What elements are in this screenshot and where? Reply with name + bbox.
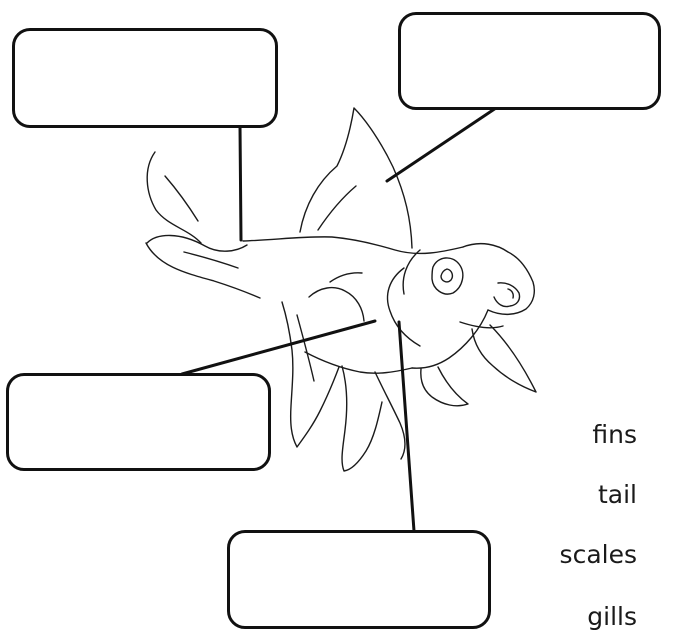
eye-outer [432,258,463,294]
label-box-bottom-left[interactable] [6,373,271,471]
pelvic-fin-left [282,302,339,447]
body-scale-hint [330,273,362,282]
body-back [243,237,463,254]
gill-cover-2 [403,250,420,294]
pelvic-fin-right [421,367,468,406]
leader-line-top-right [387,108,496,181]
leader-line-bottom-left [182,321,375,374]
lower-body [305,352,412,373]
anal-fin-long [342,366,382,471]
word-fins: fins [592,422,637,447]
mid-body-fin [309,288,364,321]
tail-fin-texture-2 [184,252,238,268]
label-box-top-left[interactable] [12,28,278,128]
tail-outline-top [147,152,201,243]
tail-curl-lower [146,243,260,298]
label-box-bottom-center[interactable] [227,530,491,629]
pectoral-fin-right [472,325,536,392]
belly-line [412,310,488,368]
dorsal-fin-outline [300,108,412,248]
leader-line-top-left [240,126,241,240]
pelvic-fin-left-texture [297,315,314,381]
mouth-line [494,283,520,307]
word-gills: gills [587,604,637,629]
eye-pupil [441,269,452,282]
mouth-inner [508,289,513,298]
dorsal-fin-inner [318,186,356,230]
word-tail: tail [598,482,637,507]
tail-fin-texture [165,176,198,221]
tail-outline-bottom [147,235,247,251]
word-scales: scales [560,542,637,567]
label-box-top-right[interactable] [398,12,661,110]
